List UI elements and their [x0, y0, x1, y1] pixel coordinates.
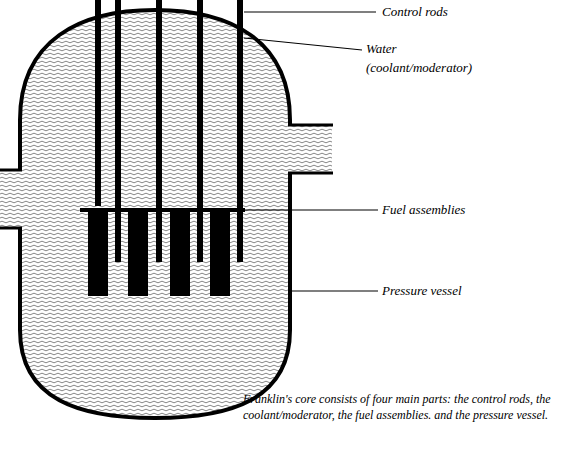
outlet-nozzle: [286, 126, 332, 172]
leader-lines: [233, 12, 378, 291]
figure-caption: Franklin's core consists of four main pa…: [243, 392, 569, 423]
part-label: Fuel assemblies: [382, 201, 562, 220]
core-plate: [80, 208, 245, 212]
part-label: Control rods: [382, 3, 562, 22]
inlet-nozzle: [0, 171, 24, 227]
nozzle-wall: [288, 124, 333, 127]
control-rods: [98, 0, 240, 262]
nozzle-wall: [0, 169, 22, 172]
nozzle-wall: [0, 227, 22, 230]
nozzle-wall: [288, 172, 333, 175]
pressure-vessel: [20, 10, 290, 418]
part-label: Water (coolant/moderator): [366, 40, 501, 78]
part-label: Pressure vessel: [382, 282, 562, 301]
